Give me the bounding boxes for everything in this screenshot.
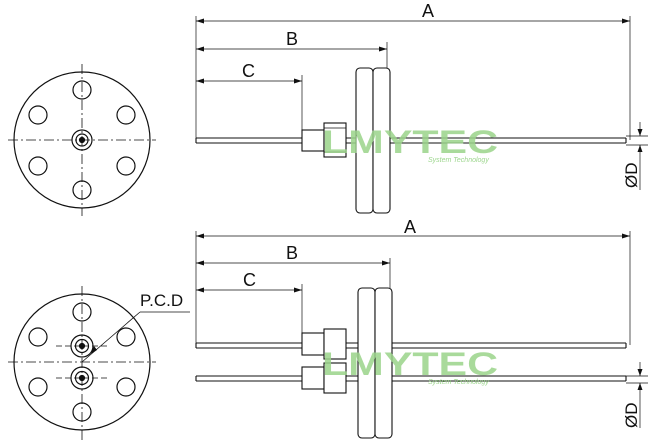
bottom-sleeve-2 [323,362,347,394]
top-bolt-hole [28,105,48,125]
bottom-bolt-hole [116,327,136,347]
watermark-tagline-top: System Technology [428,157,489,164]
top-sleeve [323,122,347,158]
bottom-bolt-hole [28,327,48,347]
bottom-insulator-1 [301,332,325,356]
top-bolt-hole [28,156,48,176]
bottom-label-pcd: P.C.D [140,291,183,310]
top-insulator [301,129,325,152]
bottom-label-a: A [404,217,416,237]
pcd-leader [81,311,141,363]
bottom-label-c: C [243,270,256,290]
top-label-b: B [286,29,298,49]
bottom-label-b: B [286,243,298,263]
bottom-bolt-hole [72,302,92,322]
watermark-bottom: LMYTEC System Technology [322,346,498,386]
bottom-side-view [195,231,648,439]
bottom-sleeve-1 [323,328,347,360]
watermark-brand-bottom: LMYTEC [322,346,498,382]
top-label-d: ØD [622,163,641,189]
bottom-bolt-hole [28,377,48,397]
watermark-top: LMYTEC System Technology [322,124,498,164]
bottom-flange-front-view [8,286,190,440]
top-label-c: C [242,61,255,81]
watermark-tagline-bottom: System Technology [428,379,489,386]
bottom-insulator-2 [301,366,325,390]
bottom-flange-plate [374,287,393,439]
watermark-brand-top: LMYTEC [322,124,498,160]
bottom-bolt-hole [116,377,136,397]
bottom-label-d: ØD [622,403,641,429]
top-label-a: A [422,1,434,21]
top-side-view [195,16,648,214]
top-bolt-hole [116,156,136,176]
top-flange-front-view [8,64,156,216]
top-bolt-hole [116,105,136,125]
top-bolt-hole [72,80,92,100]
top-flange-plate [372,67,391,214]
